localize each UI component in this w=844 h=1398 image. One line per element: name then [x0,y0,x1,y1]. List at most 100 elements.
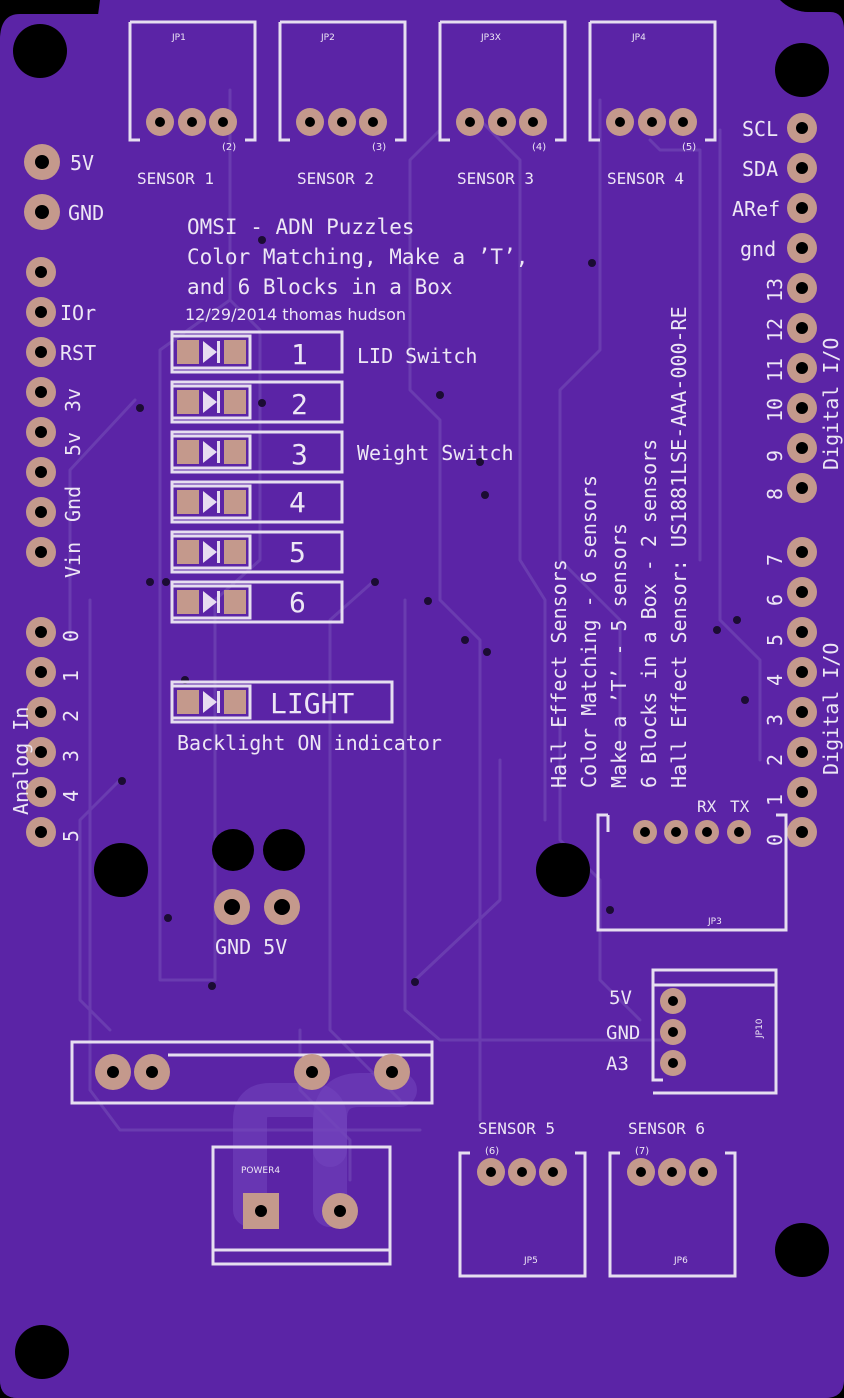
analog-header: 0 1 2 3 4 5 Analog In [9,617,83,847]
light-label: LIGHT [270,687,354,720]
jp10-pin-5v: 5V [609,987,632,1009]
note-line-2: Color Matching - 6 sensors [577,475,601,788]
switch-row-5: 5 [170,530,344,574]
light-caption: Backlight ON indicator [177,731,442,755]
pin-label-vin: Vin [61,542,85,578]
pin-label-3: 3 [763,714,787,726]
pin-label-rst: RST [60,341,96,365]
pin-label-aref: ARef [732,197,780,221]
pad-label-gnd: GND [68,201,104,225]
pin-label-1: 1 [763,794,787,806]
via-layer [118,236,749,990]
mounting-holes [13,24,829,1379]
pin-label-2: 2 [763,754,787,766]
analog-pin-5: 5 [59,830,83,842]
analog-pin-1: 1 [59,670,83,682]
connector-ref: JP3X [480,33,501,43]
connector-jp5: SENSOR 5 (6) JP5 [458,1119,587,1278]
pad-label-5v: 5V [70,151,94,175]
jp3-rx: RX [697,797,717,816]
connector-ref: JP4 [631,33,646,43]
regulator-footprint [70,1040,434,1105]
connector-jp10: 5V GND A3 JP10 [606,968,778,1095]
analog-pin-2: 2 [59,710,83,722]
trace-layer [68,88,762,1227]
pin-label-11: 11 [763,358,787,382]
mount-hole-bottom-right [775,1223,829,1277]
switch-number: 3 [291,438,308,471]
jp10-pin-gnd: GND [606,1022,640,1044]
switch-row-3: 3 Weight Switch [170,430,514,474]
connector-label: SENSOR 2 [297,169,374,188]
connector-label: SENSOR 4 [607,169,684,188]
analog-pin-3: 3 [59,750,83,762]
switch-number: 6 [289,586,306,619]
mount-hole-small-1 [212,829,254,871]
switch-number: 1 [291,338,308,371]
switch-number: 4 [289,486,306,519]
connector-number: (6) [485,1146,499,1157]
right-header-top: SCL SDA ARef gnd 13 12 11 10 9 8 Digital… [732,113,843,503]
connector-number: (3) [372,142,386,153]
switch-row-1: 1 LID Switch [170,330,477,374]
connector-ref: JP2 [320,33,335,43]
jp3-tx: TX [730,797,750,816]
pin-label-12: 12 [763,318,787,342]
digital-io-label-bottom: Digital I/O [819,643,843,775]
note-line-4: 6 Blocks in a Box - 2 sensors [637,439,661,788]
connector-number: (4) [532,142,546,153]
pin-label-6: 6 [763,594,787,606]
switch-number: 5 [289,536,306,569]
connector-jp3x: JP3X (4) SENSOR 3 [438,20,567,188]
title-line-2: Color Matching, Make a ’T’, [187,245,528,269]
switch-row-4: 4 [170,480,344,524]
mount-hole-top-left [13,24,67,78]
pin-label-10: 10 [763,398,787,422]
connector-label: SENSOR 5 [478,1119,555,1138]
connector-ref: JP5 [523,1256,538,1266]
right-header-bottom: 7 6 5 4 3 2 1 0 Digital I/O [763,537,843,847]
switch-rows: 1 LID Switch 2 3 Weight Switch 4 [170,330,514,624]
connector-jp1: JP1 (2) SENSOR 1 [128,20,257,188]
connector-number: (2) [222,142,236,153]
power-trace-bend-2 [313,1073,417,1167]
pin-label-8: 8 [763,488,787,500]
gnd-5v-pads: GND 5V [214,889,300,959]
note-line-3: Make a ’T’ - 5 sensors [607,523,631,788]
pin-label-3v: 3v [61,388,85,412]
pin-label-sda: SDA [742,157,778,181]
pin-label-13: 13 [763,278,787,302]
connector-label: SENSOR 6 [628,1119,705,1138]
title-line-3: and 6 Blocks in a Box [187,275,453,299]
switch-label: LID Switch [357,344,477,368]
mount-hole-small-2 [263,829,305,871]
analog-pin-0: 0 [59,630,83,642]
power-ref: POWER4 [241,1166,280,1176]
note-line-5: Hall Effect Sensor: US1881LSE-AAA-000-RE [667,306,691,788]
mount-hole-bottom-left [15,1325,69,1379]
pin-label-7: 7 [763,554,787,566]
connector-label: SENSOR 3 [457,169,534,188]
mount-hole-mid-right [536,843,590,897]
left-header: IOr RST 3v 5v Gnd Vin [26,257,96,578]
jp10-ref: JP10 [755,1018,765,1039]
analog-pin-4: 4 [59,790,83,802]
connector-number: (7) [635,1146,649,1157]
pin-label-9: 9 [763,450,787,462]
connector-jp3: RX TX JP3 [596,797,788,932]
pin-label-5: 5 [763,634,787,646]
jp3-ref: JP3 [707,917,722,927]
pin-label-4: 4 [763,674,787,686]
pin-label-5v: 5v [61,432,85,456]
mount-hole-top-right [775,43,829,97]
connector-ref: JP6 [673,1256,688,1266]
sensor-notes: Hall Effect Sensors Color Matching - 6 s… [547,306,691,788]
light-indicator: LIGHT Backlight ON indicator [170,680,442,755]
pin-label-0: 0 [763,834,787,846]
mount-hole-mid-left [94,843,148,897]
gnd-5v-label: GND 5V [215,935,287,959]
title-line-1: OMSI - ADN Puzzles [187,215,415,239]
pin-label-scl: SCL [742,117,778,141]
